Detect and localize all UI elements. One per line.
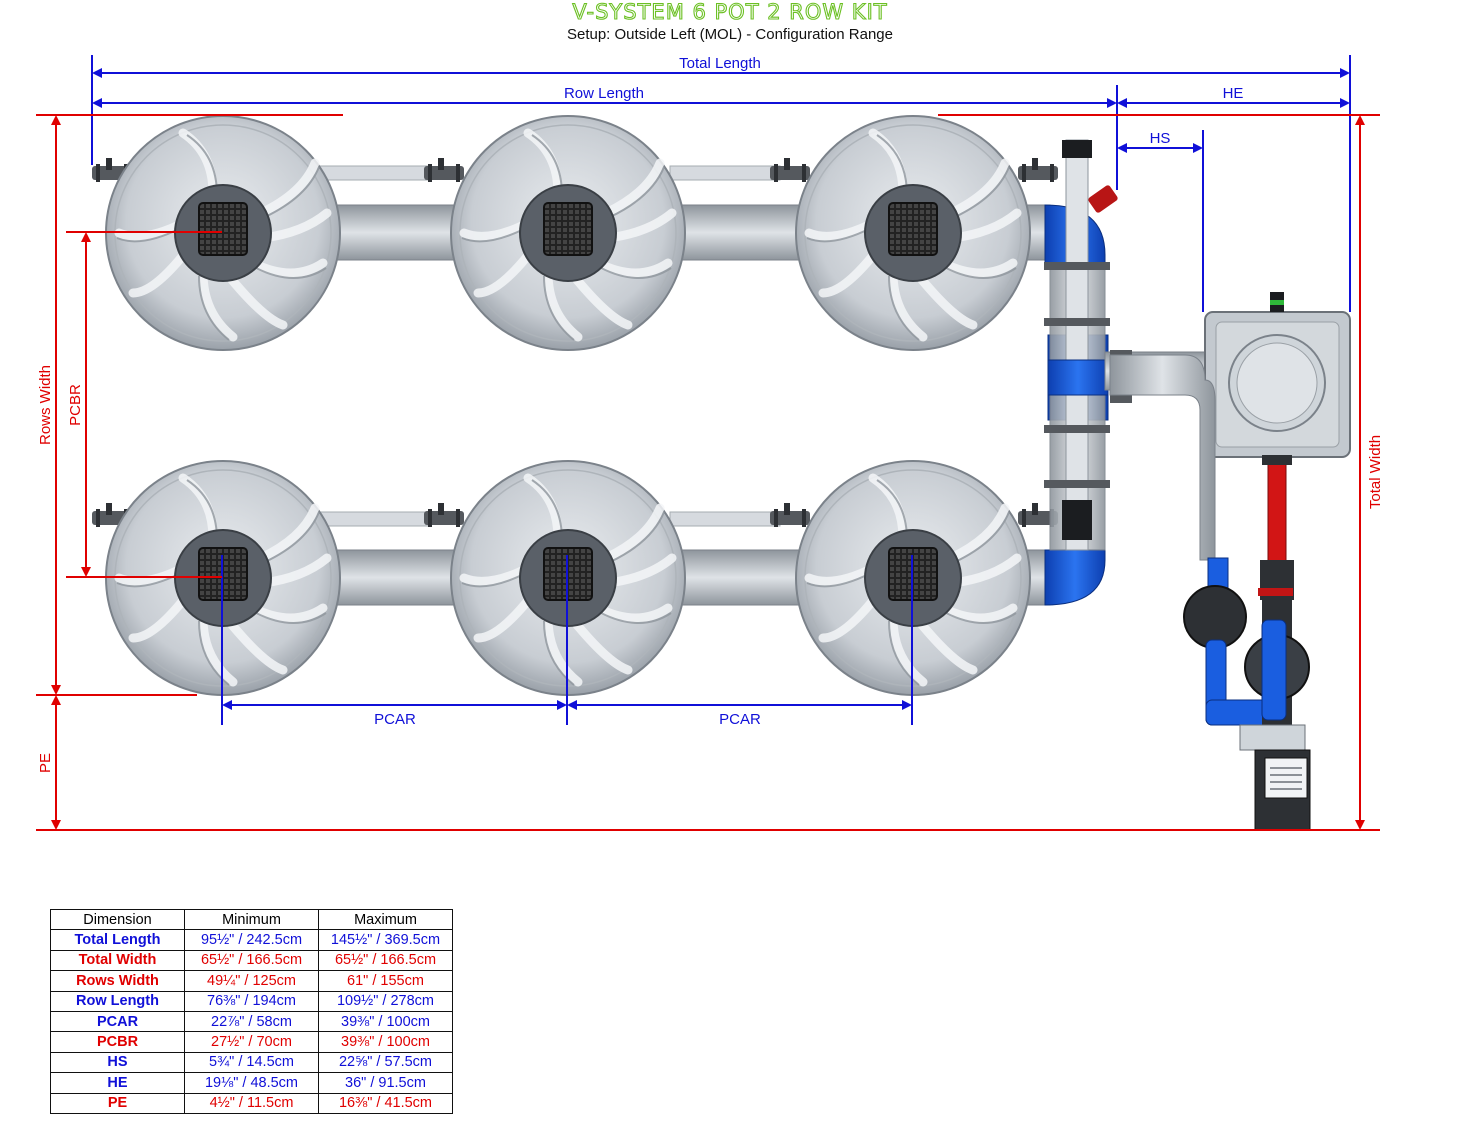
table-row: PE 4½" / 11.5cm 16⅜" / 41.5cm (50, 1092, 453, 1114)
row-name: Row Length (50, 990, 185, 1012)
pot-2 (451, 116, 685, 350)
row-min: 27½" / 70cm (184, 1031, 319, 1053)
diagram-subtitle: Setup: Outside Left (MOL) - Configuratio… (566, 26, 893, 43)
row-name: PE (50, 1092, 185, 1114)
row-name: HS (50, 1051, 185, 1074)
table-row: PCAR 22⅞" / 58cm 39⅜" / 100cm (50, 1010, 453, 1033)
table-row: PCBR 27½" / 70cm 39⅜" / 100cm (50, 1031, 453, 1053)
dimension-table: Dimension Minimum Maximum Total Length 9… (50, 908, 453, 1114)
row-max: 109½" / 278cm (318, 990, 453, 1012)
table-row: Total Length 95½" / 242.5cm 145½" / 369.… (50, 929, 453, 951)
row-min: 76⅜" / 194cm (184, 990, 319, 1012)
table-row: HS 5¾" / 14.5cm 22⅝" / 57.5cm (50, 1051, 453, 1074)
table-row: Total Width 65½" / 166.5cm 65½" / 166.5c… (50, 949, 453, 972)
row-max: 16⅜" / 41.5cm (318, 1092, 453, 1114)
header-dimension: Dimension (50, 908, 185, 931)
row-min: 65½" / 166.5cm (184, 949, 319, 972)
system-diagram: Total Length Row Length HE HS PCAR PCAR … (36, 55, 1384, 831)
table-row: Row Length 76⅜" / 194cm 109½" / 278cm (50, 990, 453, 1012)
label-pe: PE (37, 753, 54, 773)
row-max: 39⅜" / 100cm (318, 1010, 453, 1033)
label-pcbr: PCBR (67, 384, 84, 426)
label-rows-width: Rows Width (37, 365, 54, 445)
row-max: 65½" / 166.5cm (318, 949, 453, 972)
row-name: Rows Width (50, 970, 185, 992)
row-min: 95½" / 242.5cm (184, 929, 319, 951)
header-maximum: Maximum (318, 908, 453, 931)
diagram-title: V-SYSTEM 6 POT 2 ROW KIT (572, 0, 888, 25)
row-min: 4½" / 11.5cm (184, 1092, 319, 1114)
table-row: HE 19⅛" / 48.5cm 36" / 91.5cm (50, 1072, 453, 1094)
row-name: HE (50, 1072, 185, 1094)
row-max: 22⅝" / 57.5cm (318, 1051, 453, 1074)
row-max: 61" / 155cm (318, 970, 453, 992)
table-row: Rows Width 49¼" / 125cm 61" / 155cm (50, 970, 453, 992)
header-minimum: Minimum (184, 908, 319, 931)
label-total-width: Total Width (1367, 435, 1384, 509)
row-max: 145½" / 369.5cm (318, 929, 453, 951)
row-name: PCBR (50, 1031, 185, 1053)
label-pcar-1: PCAR (374, 711, 416, 728)
pot-3 (796, 116, 1030, 350)
label-pcar-2: PCAR (719, 711, 761, 728)
blue-dimension-lines (91, 55, 1351, 725)
row-min: 5¾" / 14.5cm (184, 1051, 319, 1074)
table-header-row: Dimension Minimum Maximum (50, 908, 453, 931)
row-max: 39⅜" / 100cm (318, 1031, 453, 1053)
row-min: 49¼" / 125cm (184, 970, 319, 992)
row-min: 19⅛" / 48.5cm (184, 1072, 319, 1094)
row-min: 22⅞" / 58cm (184, 1010, 319, 1033)
row-name: PCAR (50, 1010, 185, 1033)
row-max: 36" / 91.5cm (318, 1072, 453, 1094)
red-dimension-lines (36, 114, 1380, 831)
row-name: Total Length (50, 929, 185, 951)
label-row-length: Row Length (564, 85, 644, 102)
label-total-length: Total Length (679, 55, 761, 72)
row-name: Total Width (50, 949, 185, 972)
label-hs: HS (1150, 130, 1171, 147)
reservoir-assembly (1109, 292, 1351, 831)
label-he: HE (1223, 85, 1244, 102)
